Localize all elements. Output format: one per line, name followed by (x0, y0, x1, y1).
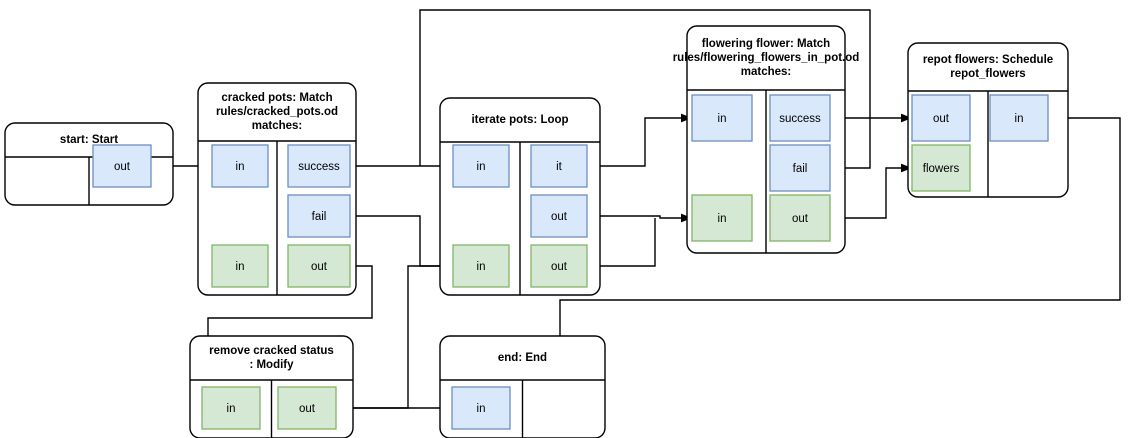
node-title-line: rules/flowering_flowers_in_pot.od (673, 52, 860, 64)
port-in-right[interactable] (989, 94, 1049, 142)
port-label: in (227, 403, 236, 415)
node-start[interactable]: start: Start out (4, 122, 174, 206)
port-out-left[interactable] (911, 94, 971, 142)
port-label: out (933, 113, 950, 125)
port-label: out (114, 161, 131, 173)
port-label: flowers (923, 163, 960, 175)
node-title-line: matches: (252, 120, 303, 132)
port-label: success (298, 161, 340, 173)
edge-iterate-green-out-to-flowering[interactable] (587, 218, 656, 267)
port-fail-right[interactable] (287, 194, 351, 238)
port-label: in (718, 113, 727, 125)
port-in-left[interactable] (452, 144, 510, 188)
node-title-line: : Modify (249, 359, 294, 371)
port-in-left[interactable] (201, 386, 261, 430)
port-label: in (236, 161, 245, 173)
port-label: in (477, 403, 486, 415)
port-label: success (779, 113, 821, 125)
port-out-right[interactable] (530, 244, 588, 288)
port-label: fail (793, 163, 808, 175)
edge-flowering-out-to-repot-flowers[interactable] (830, 163, 912, 219)
port-label: in (477, 261, 486, 273)
port-label: out (299, 403, 316, 415)
port-out-right[interactable] (277, 386, 337, 430)
node-title-line: flowering flower: Match (702, 38, 830, 50)
port-flowers-left[interactable] (911, 144, 971, 192)
node-end[interactable]: end: End in (439, 335, 606, 438)
port-in-left[interactable] (691, 194, 753, 242)
port-label: out (792, 213, 809, 225)
port-in-left[interactable] (452, 244, 510, 288)
port-label: it (556, 161, 563, 173)
node-iterate-pots[interactable]: iterate pots: Loop in in it out out (439, 97, 601, 296)
port-success-right[interactable] (769, 94, 831, 142)
port-out-right[interactable] (92, 144, 152, 188)
edge-cracked-fail-to-iterate-green-in[interactable] (350, 215, 453, 271)
node-flowering-flower[interactable]: flowering flower: Match rules/flowering_f… (673, 25, 860, 254)
port-out-right[interactable] (769, 194, 831, 242)
port-label: out (551, 261, 568, 273)
edge-iterate-it-to-flowering-in[interactable] (587, 113, 692, 167)
node-title-line: iterate pots: Loop (471, 114, 568, 126)
node-title-line: repot flowers: Schedule (923, 54, 1053, 66)
edge-iterate-out-to-flowering-green-in[interactable] (587, 213, 692, 223)
node-title-line: matches: (741, 66, 792, 78)
port-out-right[interactable] (530, 194, 588, 238)
port-out-right[interactable] (287, 244, 351, 288)
port-success-right[interactable] (287, 144, 351, 188)
port-label: in (477, 161, 486, 173)
port-label: fail (312, 211, 327, 223)
node-title-line: end: End (498, 352, 547, 364)
port-label: in (718, 213, 727, 225)
node-title-line: remove cracked status (209, 345, 334, 357)
port-in-left[interactable] (691, 94, 753, 142)
node-title-line: repot_flowers (950, 68, 1025, 80)
node-cracked-pots[interactable]: cracked pots: Match rules/cracked_pots.od… (197, 82, 357, 296)
node-title-line: start: Start (60, 134, 118, 146)
port-in-left[interactable] (211, 244, 269, 288)
port-label: in (236, 261, 245, 273)
port-label: in (1015, 113, 1024, 125)
port-label: out (311, 261, 328, 273)
port-fail-right[interactable] (769, 144, 831, 192)
node-layer: start: Start out cracked pots: Match rules/… (4, 25, 1069, 438)
port-it-right[interactable] (530, 144, 588, 188)
node-title-line: rules/cracked_pots.od (216, 106, 338, 118)
node-title-line: cracked pots: Match (221, 92, 332, 104)
port-in-left[interactable] (211, 144, 269, 188)
edge-flowering-fail-to-top-loop[interactable] (419, 9, 871, 169)
node-remove-cracked-status[interactable]: remove cracked status : Modify in out (189, 335, 354, 438)
port-label: out (551, 211, 568, 223)
port-in-left[interactable] (451, 386, 511, 430)
